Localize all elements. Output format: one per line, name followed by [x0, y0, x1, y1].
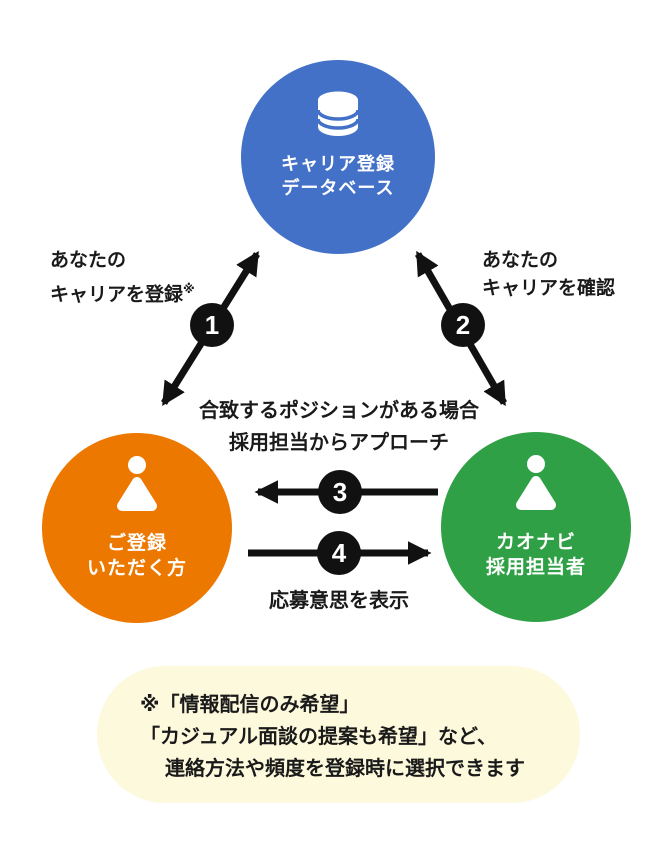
node-registrant: ご登録 いただく方	[42, 433, 232, 623]
label-line: キャリアを確認	[482, 278, 616, 299]
node-label-line: いただく方	[86, 558, 187, 579]
label-line: あなたの	[50, 250, 127, 271]
arrow-label-approach: 合致するポジションがある場合 採用担当からアプローチ	[137, 395, 541, 459]
label-line: あなたの	[482, 250, 559, 271]
step-badge-4: 4	[317, 531, 361, 575]
label-line: 合致するポジションがある場合	[199, 400, 479, 422]
node-label-line: キャリア登録	[281, 154, 395, 174]
note-line: 「カジュアル面談の提案も希望」など、	[140, 726, 497, 748]
arrow-label-apply: 応募意思を表示	[269, 590, 409, 612]
arrow-label-register: あなたの キャリアを登録※	[50, 247, 195, 309]
database-icon	[316, 91, 360, 136]
note-line: ※「情報配信のみ希望」	[140, 694, 360, 716]
node-career-database: キャリア登録 データベース	[241, 60, 435, 254]
person-icon	[117, 456, 157, 511]
node-career-database-label: キャリア登録 データベース	[281, 152, 395, 200]
step-badge-3: 3	[318, 470, 362, 514]
node-label-line: カオナビ	[495, 532, 576, 553]
arrow-label-confirm: あなたの キャリアを確認	[482, 247, 615, 303]
node-label-line: 採用担当者	[485, 557, 586, 578]
person-icon	[516, 455, 556, 510]
step-badge-1: 1	[190, 303, 234, 347]
node-recruiter-label: カオナビ 採用担当者	[486, 530, 586, 580]
note-line: 連絡方法や頻度を登録時に選択できます	[165, 758, 525, 780]
node-recruiter: カオナビ 採用担当者	[441, 432, 631, 622]
note-reference-mark: ※	[183, 282, 195, 296]
step-badge-2: 2	[441, 303, 485, 347]
node-registrant-label: ご登録 いただく方	[87, 531, 187, 581]
label-line: 採用担当からアプローチ	[229, 432, 449, 454]
node-label-line: データベース	[281, 178, 395, 198]
label-line: キャリアを登録※	[50, 282, 195, 306]
node-label-line: ご登録	[106, 533, 167, 554]
note-box: ※「情報配信のみ希望」 「カジュアル面談の提案も希望」など、 連絡方法や頻度を登…	[97, 666, 580, 803]
